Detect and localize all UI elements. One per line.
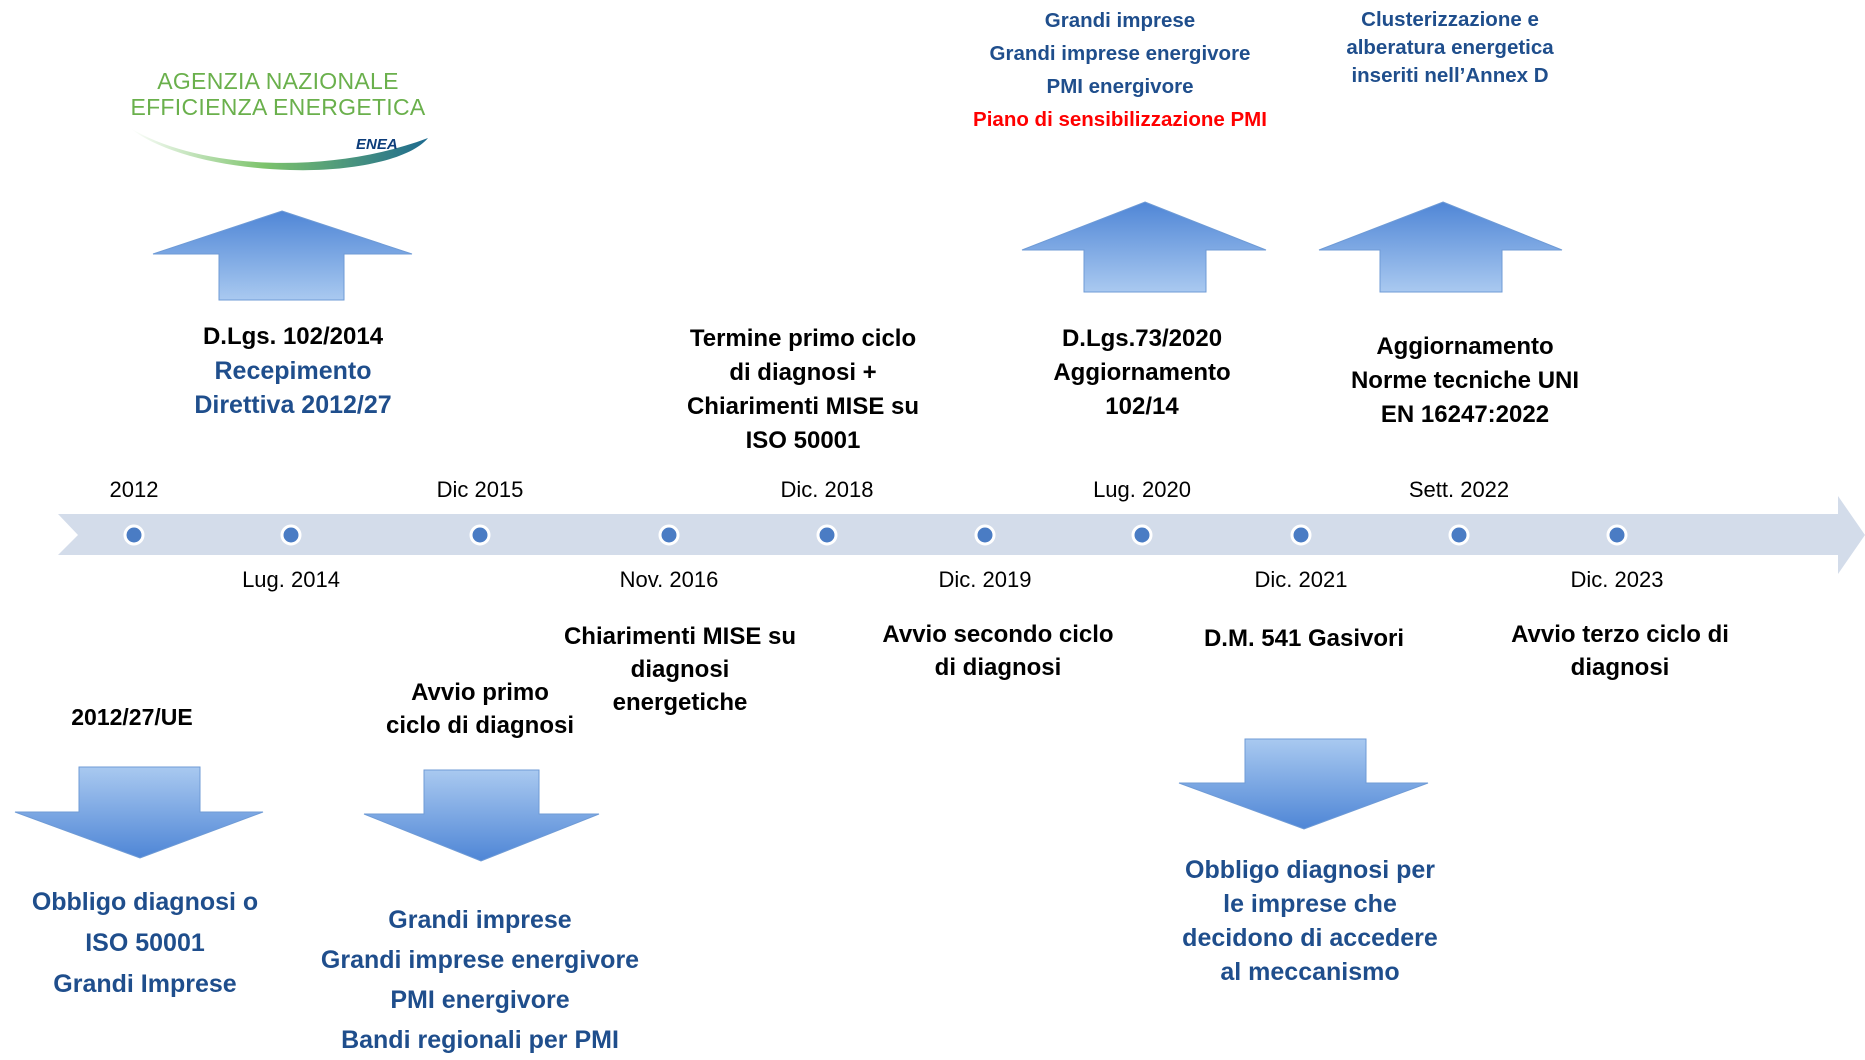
event-2016-line2: diagnosi <box>630 656 730 683</box>
note-2021-line2: le imprese che <box>1223 890 1397 918</box>
event-2014-title: D.Lgs. 102/2014 <box>202 323 384 350</box>
logo-line2: EFFICIENZA ENERGETICA <box>130 94 426 120</box>
date-top-1: 2012 <box>109 477 159 502</box>
note-2021: Obbligo diagnosi per le imprese che deci… <box>1150 853 1470 989</box>
event-2020-line3: 102/14 <box>1105 393 1179 420</box>
event-2015: Avvio primo ciclo di diagnosi <box>355 676 605 742</box>
event-2018-line2: di diagnosi + <box>729 359 877 386</box>
event-2023: Avvio terzo ciclo di diagnosi <box>1490 618 1750 684</box>
note-2012: Obbligo diagnosi o ISO 50001 Grandi Impr… <box>0 882 290 1005</box>
event-2021: D.M. 541 Gasivori <box>1174 622 1434 656</box>
timeline-dots <box>123 524 1628 546</box>
down-arrow-2012 <box>14 766 264 859</box>
date-bottom-4: Dic. 2021 <box>1254 567 1348 592</box>
note-2012-line2: ISO 50001 <box>85 929 205 957</box>
enea-logo-mark: ENEA <box>356 136 398 153</box>
event-2019-line1: Avvio secondo ciclo <box>882 621 1114 648</box>
event-2020-line2: Aggiornamento <box>1053 359 1231 386</box>
note-2022-line2: alberatura energetica <box>1346 36 1554 59</box>
note-2020-line4: Piano di sensibilizzazione PMI <box>973 108 1267 131</box>
up-arrow-2022 <box>1318 201 1563 293</box>
note-2015-line3: PMI energivore <box>390 986 570 1014</box>
event-2014: D.Lgs. 102/2014 Recepimento Direttiva 20… <box>143 320 443 422</box>
event-2019: Avvio secondo ciclo di diagnosi <box>858 618 1138 684</box>
event-2023-line1: Avvio terzo ciclo di <box>1511 621 1729 648</box>
event-2018-line3: Chiarimenti MISE su <box>686 393 920 420</box>
event-2020: D.Lgs.73/2020 Aggiornamento 102/14 <box>1012 322 1272 424</box>
date-bottom-5: Dic. 2023 <box>1570 567 1664 592</box>
note-2021-line3: decidono di accedere <box>1182 924 1438 952</box>
date-top-2: Dic 2015 <box>436 477 524 502</box>
event-2018-line4: ISO 50001 <box>745 427 861 454</box>
event-2018: Termine primo ciclo di diagnosi + Chiari… <box>653 322 953 458</box>
timeline-dot <box>974 524 996 546</box>
date-bottom-1: Lug. 2014 <box>242 567 340 592</box>
event-2021-line1: D.M. 541 Gasivori <box>1203 625 1405 652</box>
note-2022-line1: Clusterizzazione e <box>1361 8 1539 31</box>
note-2022: Clusterizzazione e alberatura energetica… <box>1300 6 1600 90</box>
timeline-dot <box>816 524 838 546</box>
note-2015-line4: Bandi regionali per PMI <box>341 1026 619 1054</box>
date-top-5: Sett. 2022 <box>1408 477 1510 502</box>
logo: AGENZIA NAZIONALE EFFICIENZA ENERGETICA <box>128 68 428 120</box>
event-2014-line2: Recepimento <box>214 357 372 385</box>
note-2021-line4: al meccanismo <box>1220 958 1400 986</box>
event-2022-line3: EN 16247:2022 <box>1380 401 1550 428</box>
date-top-3: Dic. 2018 <box>780 477 874 502</box>
down-arrow-2015 <box>363 769 600 862</box>
timeline-dot <box>1290 524 1312 546</box>
event-2016-line1: Chiarimenti MISE su <box>563 623 797 650</box>
note-2021-line1: Obbligo diagnosi per <box>1185 856 1435 884</box>
up-arrow-2014 <box>152 210 413 301</box>
event-2020-line1: D.Lgs.73/2020 <box>1061 325 1223 352</box>
logo-line1: AGENZIA NAZIONALE <box>157 68 399 94</box>
event-2019-line2: di diagnosi <box>934 654 1062 681</box>
note-2015-line1: Grandi imprese <box>388 906 572 934</box>
date-bottom-3: Dic. 2019 <box>938 567 1032 592</box>
timeline-dot <box>123 524 145 546</box>
event-2023-line2: diagnosi <box>1570 654 1670 681</box>
event-2012-line1: 2012/27/UE <box>71 704 193 730</box>
event-2012: 2012/27/UE <box>32 700 232 734</box>
timeline-dot <box>469 524 491 546</box>
note-2020: Grandi imprese Grandi imprese energivore… <box>920 4 1320 136</box>
note-2020-line1: Grandi imprese <box>1044 9 1196 32</box>
timeline-dot <box>658 524 680 546</box>
event-2015-line1: Avvio primo <box>411 679 549 706</box>
up-arrow-2020 <box>1021 201 1267 293</box>
note-2020-line2: Grandi imprese energivore <box>989 42 1251 65</box>
note-2022-line3: inseriti nell’Annex D <box>1351 64 1549 87</box>
timeline-dot <box>1448 524 1470 546</box>
event-2016-line3: energetiche <box>612 689 748 716</box>
note-2015-line2: Grandi imprese energivore <box>320 946 640 974</box>
note-2015: Grandi imprese Grandi imprese energivore… <box>290 900 670 1060</box>
event-2022: Aggiornamento Norme tecniche UNI EN 1624… <box>1315 330 1615 432</box>
timeline-bar <box>58 496 1865 574</box>
timeline-dot <box>280 524 302 546</box>
note-2020-line3: PMI energivore <box>1046 75 1194 98</box>
event-2014-line3: Direttiva 2012/27 <box>194 391 392 419</box>
logo-swoosh <box>130 128 428 171</box>
event-2022-line1: Aggiornamento <box>1376 333 1554 360</box>
event-2022-line2: Norme tecniche UNI <box>1350 367 1580 394</box>
timeline-dot <box>1131 524 1153 546</box>
event-2018-line1: Termine primo ciclo <box>689 325 917 352</box>
date-bottom-2: Nov. 2016 <box>619 567 719 592</box>
date-top-4: Lug. 2020 <box>1093 477 1191 502</box>
down-arrow-2021 <box>1178 738 1429 830</box>
note-2012-line3: Grandi Imprese <box>53 970 237 998</box>
timeline-dot <box>1606 524 1628 546</box>
note-2012-line1: Obbligo diagnosi o <box>31 888 259 916</box>
event-2015-line2: ciclo di diagnosi <box>385 712 575 739</box>
event-2016: Chiarimenti MISE su diagnosi energetiche <box>540 620 820 719</box>
